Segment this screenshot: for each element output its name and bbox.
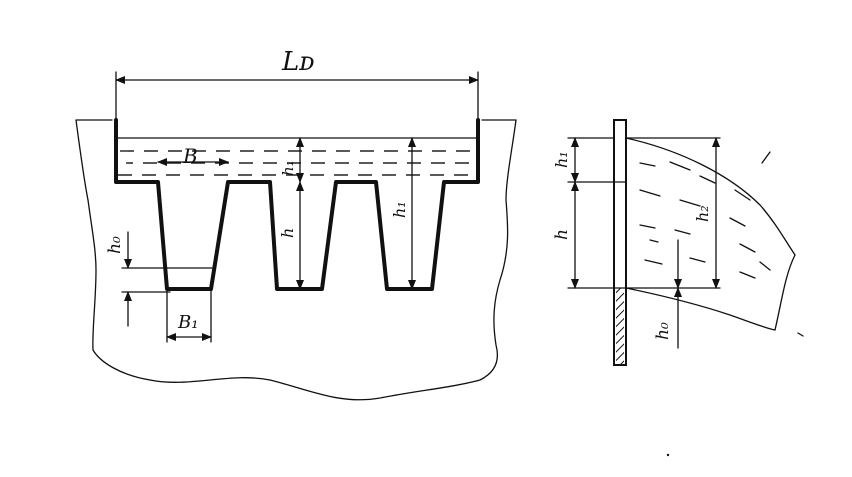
stray-dot bbox=[666, 453, 670, 457]
label-h1-left: h₁ bbox=[390, 201, 409, 218]
nappe-end bbox=[774, 254, 796, 331]
label-h-right: h bbox=[552, 229, 572, 240]
wall-outline bbox=[75, 119, 517, 401]
stray-mark-2 bbox=[797, 332, 804, 337]
label-h0-left: h₀ bbox=[105, 236, 125, 254]
nappe-upper bbox=[625, 137, 796, 256]
label-B: B bbox=[182, 144, 198, 168]
label-L: Lᴅ bbox=[281, 47, 315, 77]
label-h2-right: h₂ bbox=[693, 205, 712, 222]
label-h-left: h bbox=[278, 228, 297, 238]
nappe-lower bbox=[625, 287, 776, 331]
weir-crest-profile bbox=[114, 118, 480, 291]
stray-mark-1 bbox=[761, 151, 771, 164]
label-h1-small-left: h₁ bbox=[279, 160, 297, 176]
weir-plate-hatch bbox=[616, 288, 624, 364]
label-h0-right: h₀ bbox=[653, 322, 673, 340]
label-B1: B₁ bbox=[177, 312, 198, 333]
label-h1-right: h₁ bbox=[552, 151, 571, 168]
water-dashes-right bbox=[639, 161, 771, 279]
